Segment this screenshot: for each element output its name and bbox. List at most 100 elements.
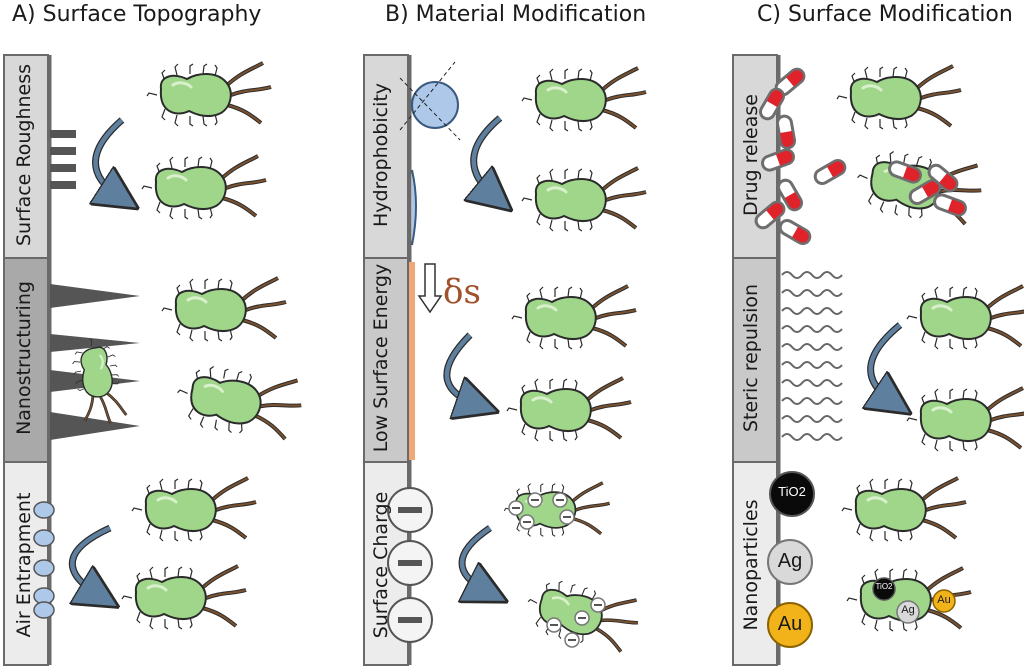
polymer-brush-0 [781, 271, 843, 279]
air-bubble-4 [33, 601, 55, 619]
bacterium-c4 [905, 386, 1024, 453]
air-bubble-2 [33, 559, 55, 577]
drug-capsule-4 [777, 178, 803, 212]
polymer-brush-1 [781, 289, 843, 297]
negative-sign-1 [398, 560, 422, 566]
bacterium-b4 [505, 376, 633, 443]
drug-capsule-2 [775, 114, 797, 150]
drug-capsule-3 [761, 148, 795, 172]
bound-particle-label-tio2: TiO2 [875, 582, 893, 591]
bound-charge-sign-8 [568, 639, 576, 641]
bound-charge-sign-4 [531, 499, 539, 501]
bacterium-c1 [835, 64, 963, 131]
spread-droplet [411, 169, 417, 246]
capsule-fill-12 [939, 173, 956, 190]
particle-ag [767, 539, 813, 585]
panels [3, 54, 1024, 666]
capsule-fill-4 [784, 192, 801, 209]
label-drug-release: Drug release [740, 94, 762, 216]
capsule-fill-10 [902, 166, 920, 182]
label-low-surface-energy: Low Surface Energy [370, 263, 392, 453]
bound-charge-sign-3 [563, 516, 571, 518]
bacterium-a6 [130, 476, 258, 543]
contact-angle-line-2 [399, 61, 456, 131]
arrow-b1 [474, 116, 500, 197]
label-surface-roughness: Surface Roughness [13, 63, 35, 247]
arrow-a2 [72, 525, 110, 596]
label-nanoparticles: Nanoparticles [740, 499, 762, 631]
capsule-fill-2 [780, 130, 794, 147]
arrow-b2 [444, 333, 478, 405]
contact-angle-line-1 [399, 77, 461, 141]
bound-charge-sign-5 [578, 617, 586, 619]
capsule-fill-7 [827, 161, 844, 178]
bound-charge-sign-6 [594, 604, 602, 606]
bacterium-a2 [140, 154, 268, 221]
bound-particle-au [932, 589, 956, 613]
bound-charge-sign-2 [556, 499, 564, 501]
bound-charge-sign-0 [512, 507, 520, 509]
bound-particle-label-ag: Ag [901, 604, 915, 616]
drug-capsule-5 [754, 200, 786, 230]
panel-2-1 [732, 257, 778, 463]
panel-0-1 [3, 257, 49, 463]
bound-particle-tio2 [872, 577, 896, 601]
polymer-brush-2 [781, 307, 843, 315]
low-energy-strip [409, 262, 415, 460]
roughness-tooth-3 [50, 181, 76, 189]
label-air-entrapment: Air Entrapment [13, 492, 35, 638]
capsule-fill-3 [775, 150, 793, 166]
bacterium-a7 [120, 564, 248, 631]
roughness-tooth-1 [50, 147, 76, 155]
panel-1-1 [363, 257, 409, 463]
drug-capsule-1 [759, 87, 785, 121]
drug-capsule-10 [888, 160, 922, 184]
bacterium-c3 [905, 284, 1024, 351]
roughness-tooth-0 [50, 130, 76, 138]
capsule-fill-6 [792, 226, 809, 243]
arrow-a1 [95, 118, 122, 197]
polymer-brush-3 [781, 325, 843, 333]
column-title-a: A) Surface Topography [12, 2, 262, 27]
particle-au [767, 602, 813, 648]
drug-capsule-13 [933, 193, 967, 217]
bound-charge-sign-1 [523, 521, 531, 523]
energy-down-arrow [417, 263, 443, 314]
polymer-brush-7 [781, 397, 843, 405]
bacterium-a1 [145, 61, 273, 128]
label-surface-charge: Surface Charge [370, 491, 392, 639]
drug-capsule-6 [778, 219, 812, 245]
polymer-brush-9 [781, 433, 843, 441]
particle-tio2 [769, 471, 815, 517]
particle-label-au: Au [777, 613, 803, 635]
polymer-brush-5 [781, 361, 843, 369]
nano-spike-1 [50, 334, 140, 352]
water-droplet [411, 81, 459, 129]
particle-label-tio2: TiO2 [778, 484, 806, 499]
panel-1-0 [363, 54, 409, 259]
drug-capsule-7 [813, 159, 847, 185]
negative-sign-0 [398, 507, 422, 513]
air-bubble-1 [33, 529, 55, 547]
nano-spike-3 [50, 412, 140, 440]
capsule-fill-11 [922, 181, 939, 198]
capsule-fill-1 [766, 90, 783, 107]
arrow-b3 [462, 526, 490, 592]
column-title-b: B) Material Modification [385, 2, 647, 27]
surface-energy-symbol: δs [443, 272, 481, 312]
bacterium-b2 [520, 166, 648, 233]
bacterium-b1 [520, 66, 648, 133]
negative-sign-2 [398, 617, 422, 623]
polymer-brush-6 [781, 379, 843, 387]
air-bubble-0 [33, 501, 55, 519]
bacterium-c5 [840, 476, 968, 543]
nano-spike-0 [50, 284, 140, 308]
capsule-fill-0 [786, 70, 803, 87]
bound-particle-ag [896, 600, 920, 624]
arrow-c1 [871, 323, 900, 402]
bound-charge-sign-7 [550, 624, 558, 626]
column-title-c: C) Surface Modification [757, 2, 1013, 27]
label-nanostructuring: Nanostructuring [13, 281, 35, 435]
